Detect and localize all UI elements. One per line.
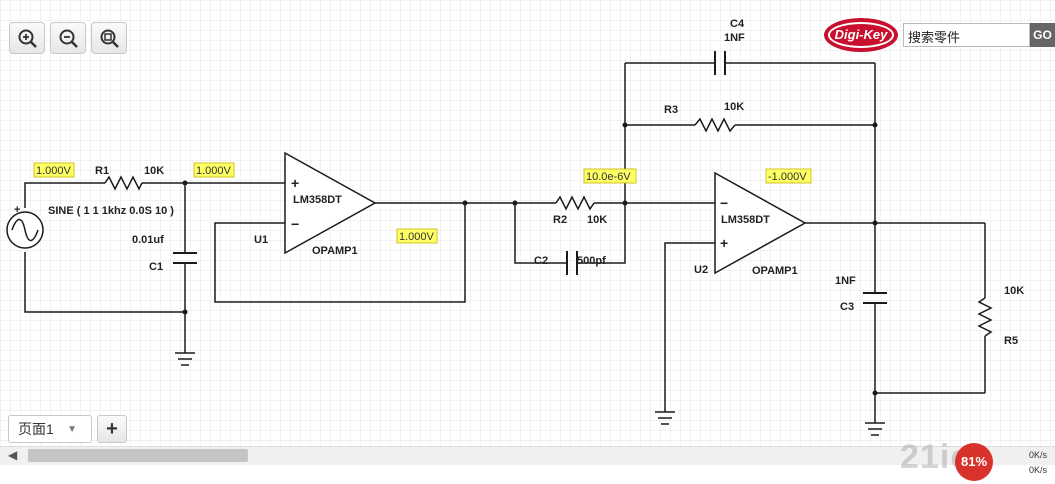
c2-value-label: 500pf (577, 255, 606, 267)
resistor-r3[interactable] (694, 117, 736, 133)
u1-model-label: OPAMP1 (312, 245, 358, 257)
part-search-input[interactable]: 搜索零件 (903, 23, 1030, 47)
voltage-probes (33, 162, 812, 244)
resistor-r5[interactable] (977, 297, 993, 337)
probe-value-3: 1.000V (399, 231, 435, 243)
c1-value-label: 0.01uf (132, 234, 164, 246)
r1-ref-label: R1 (95, 165, 109, 177)
ground-symbol-3[interactable] (865, 422, 885, 436)
sine-source[interactable] (6, 211, 44, 249)
upload-speed: 0K/s (1029, 450, 1048, 460)
search-go-button[interactable]: GO (1030, 23, 1055, 47)
u2-part-label: LM358DT (721, 214, 770, 226)
u1-plus-label: + (291, 175, 299, 191)
logo-text: Digi-Key (835, 27, 889, 42)
digikey-logo[interactable]: Digi-Key (823, 17, 899, 53)
junctions (182, 122, 878, 396)
source-label: SINE ( 1 1 1khz 0.0S 10 ) (48, 205, 174, 217)
zoom-fit-icon (100, 29, 119, 48)
horizontal-scrollbar[interactable]: ◀ (0, 446, 1055, 465)
u1-part-label: LM358DT (293, 194, 342, 206)
u1-ref-label: U1 (254, 234, 268, 246)
r2-ref-label: R2 (553, 214, 567, 226)
probe-value-5: -1.000V (768, 171, 807, 183)
download-speed: 0K/s (1029, 465, 1048, 475)
chevron-down-icon: ▼ (67, 424, 77, 435)
u2-minus-label: − (720, 195, 728, 211)
c3-value-label: 1NF (835, 275, 856, 287)
r2-value-label: 10K (587, 214, 607, 226)
capacitor-c3[interactable] (863, 292, 887, 304)
u1-minus-label: − (291, 216, 299, 232)
c4-value-label: 1NF (724, 32, 745, 44)
usage-badge: 81% (955, 443, 993, 481)
page-selector-label: 页面1 (18, 421, 54, 437)
r5-value-label: 10K (1004, 285, 1024, 297)
add-page-button[interactable]: + (97, 415, 127, 443)
zoom-out-icon (59, 29, 78, 48)
capacitor-c4[interactable] (714, 51, 726, 75)
zoom-out-button[interactable] (50, 22, 86, 54)
r1-value-label: 10K (144, 165, 164, 177)
source-plus-label: + (14, 204, 20, 216)
c4-ref-label: C4 (730, 18, 745, 30)
opamp-u1[interactable] (284, 151, 377, 255)
r3-ref-label: R3 (664, 104, 678, 116)
resistor-r2[interactable] (555, 195, 595, 211)
capacitor-c1[interactable] (173, 252, 197, 264)
ground-symbol-1[interactable] (175, 352, 195, 366)
ground-symbol-2[interactable] (655, 411, 675, 425)
u2-plus-label: + (720, 235, 728, 251)
c1-ref-label: C1 (149, 261, 163, 273)
wires (24, 62, 986, 423)
scrollbar-thumb[interactable] (28, 449, 248, 462)
r3-value-label: 10K (724, 101, 744, 113)
probe-value-4: 10.0e-6V (586, 171, 631, 183)
resistor-r1[interactable] (104, 175, 143, 191)
probe-value-2: 1.000V (196, 165, 232, 177)
c2-ref-label: C2 (534, 255, 548, 267)
zoom-in-icon (18, 29, 37, 48)
zoom-fit-button[interactable] (91, 22, 127, 54)
u2-model-label: OPAMP1 (752, 265, 798, 277)
capacitor-c2[interactable] (566, 251, 578, 275)
scroll-left-icon[interactable]: ◀ (8, 448, 18, 462)
probe-value-1: 1.000V (36, 165, 72, 177)
r5-ref-label: R5 (1004, 335, 1018, 347)
zoom-in-button[interactable] (9, 22, 45, 54)
u2-ref-label: U2 (694, 264, 708, 276)
c3-ref-label: C3 (840, 301, 854, 313)
opamp-u2[interactable] (714, 171, 807, 275)
page-selector[interactable]: 页面1 ▼ (8, 415, 92, 443)
